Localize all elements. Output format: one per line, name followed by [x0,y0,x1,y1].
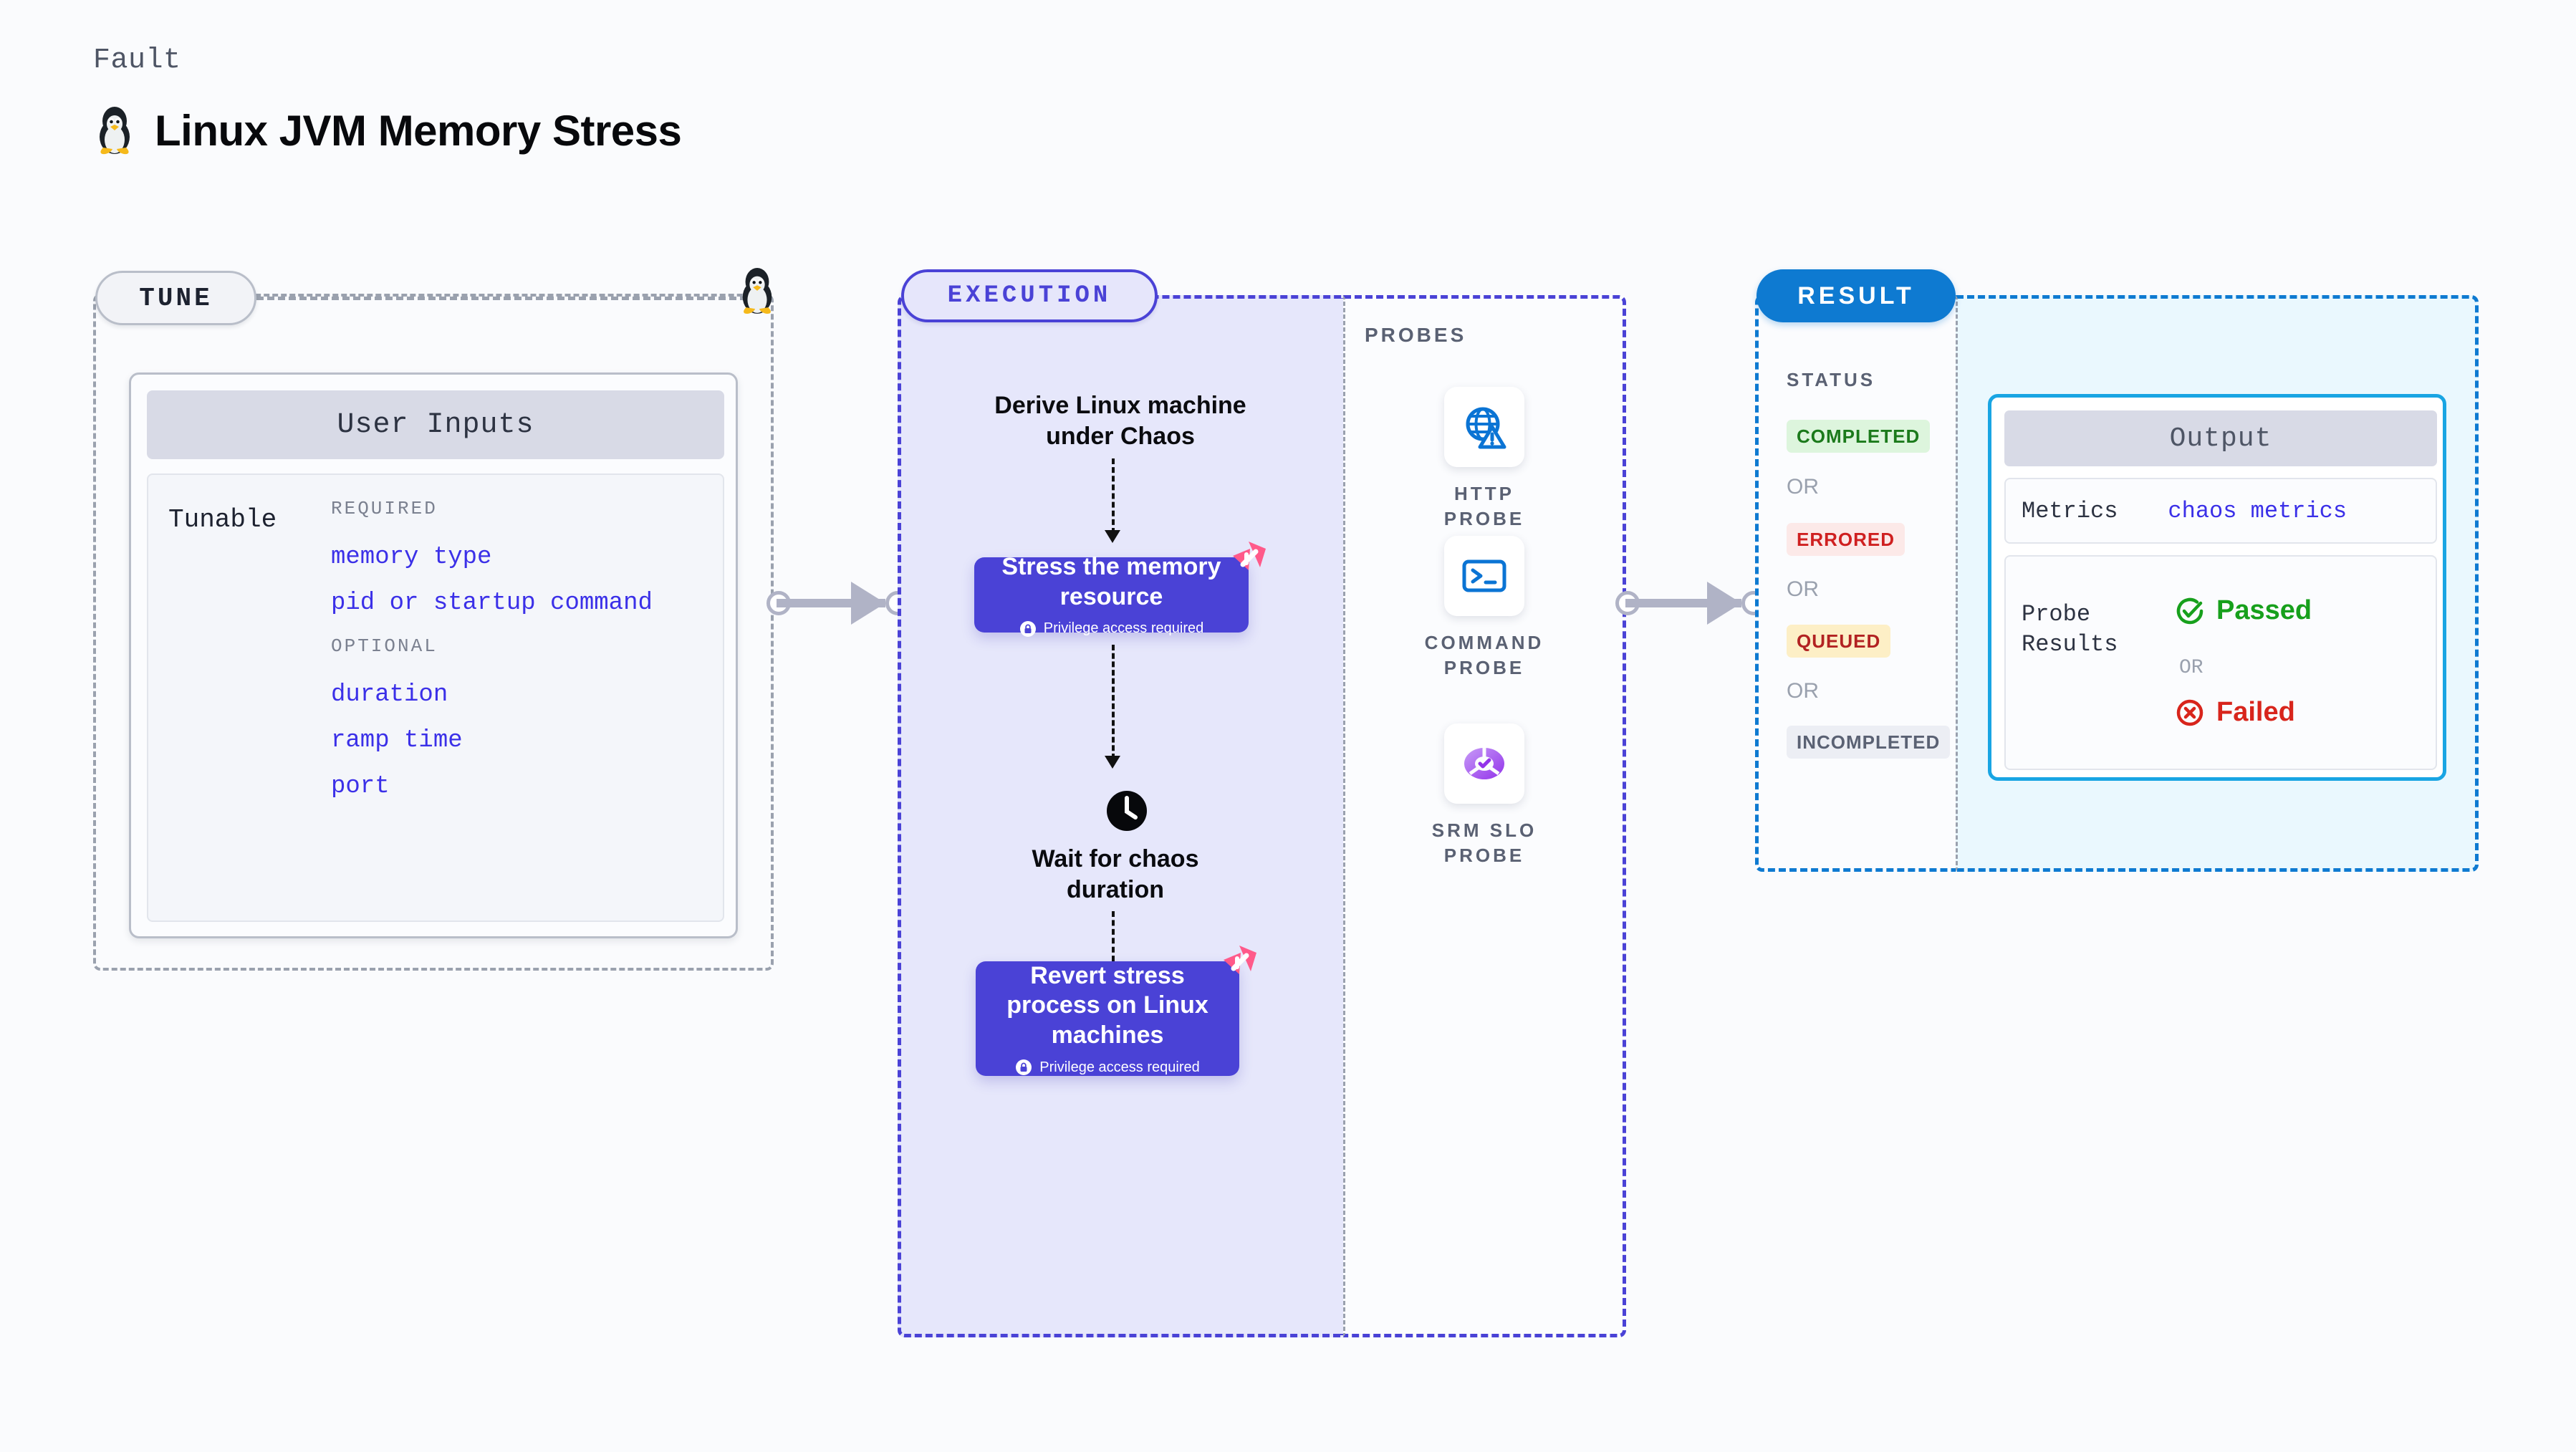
execution-node-title: Stress the memory resource [1001,553,1221,610]
result-pill-label: RESULT [1797,282,1915,309]
or-label: OR [1787,679,1819,703]
probes-panel [1343,295,1626,1337]
page-header: Fault Linux JVM Memory Stress [93,44,682,159]
metrics-row: Metrics chaos metrics [2004,478,2437,544]
probe-label: HTTP PROBE [1443,483,1525,530]
tune-panel [93,294,774,971]
flow-arrowhead [1105,530,1120,543]
execution-node-title: Revert stress process on Linux machines [1006,961,1208,1049]
tunable-item[interactable]: duration [331,681,448,708]
probe-result-failed: Failed [2175,697,2295,728]
execution-stage-pill[interactable]: EXECUTION [901,269,1158,322]
slo-donut-check-icon [1444,723,1524,804]
harness-flag-icon [1218,943,1259,988]
execution-step-derive: Derive Linux machine under Chaos [994,392,1246,450]
probe-label: SRM SLO PROBE [1431,819,1537,867]
probe-http[interactable]: HTTP PROBE [1413,387,1556,532]
tunable-item[interactable]: memory type [331,544,492,571]
probe-label: COMMAND PROBE [1424,632,1544,679]
flow-connector-dashed [1112,911,1115,979]
page-title: Linux JVM Memory Stress [155,107,682,155]
connector-execution-to-result [1615,582,1766,625]
failed-label: Failed [2216,697,2295,727]
group-heading-required: REQUIRED [331,498,438,519]
globe-warning-icon [1444,387,1524,467]
user-inputs-title: User Inputs [337,408,534,441]
privilege-badge-label: Privilege access required [1043,620,1204,637]
probe-result-passed: Passed [2175,595,2312,626]
or-label: OR [2179,657,2203,679]
execution-pill-label: EXECUTION [947,282,1112,309]
result-status-panel [1755,295,1956,872]
execution-node-stress[interactable]: Stress the memory resource Privilege acc… [974,542,1266,637]
probe-srm-slo[interactable]: SRM SLO PROBE [1413,723,1556,868]
metrics-key: Metrics [2022,497,2118,524]
flow-connector-dashed [1112,458,1115,534]
or-label: OR [1787,577,1819,601]
flow-arrowhead [1105,756,1120,769]
connector-arrowhead [1707,582,1741,625]
status-badge: ERRORED [1787,523,1905,556]
tunable-item[interactable]: pid or startup command [331,590,653,617]
terminal-icon [1444,536,1524,616]
harness-flag-icon [1227,539,1269,584]
tune-dashed-connector [256,297,758,300]
tunable-item[interactable]: port [331,773,390,800]
x-circle-icon [2176,699,2203,726]
execution-node-revert[interactable]: Revert stress process on Linux machines … [976,946,1256,1076]
status-badge: INCOMPLETED [1787,726,1951,759]
tunable-item[interactable]: ramp time [331,727,463,754]
passed-label: Passed [2216,595,2312,625]
tunable-list: REQUIRED memory type pid or startup comm… [331,498,653,800]
execution-step-wait: Wait for chaos duration [1032,845,1199,903]
or-label: OR [1787,475,1819,499]
result-stage-pill[interactable]: RESULT [1756,269,1956,322]
output-title: Output [2169,423,2272,454]
privilege-badge-label: Privilege access required [1039,1059,1200,1075]
status-badge: COMPLETED [1787,420,1931,453]
clock-icon [1104,788,1150,837]
status-badge: QUEUED [1787,625,1891,658]
page-title-row: Linux JVM Memory Stress [93,102,682,159]
connector-tune-to-execution [766,582,910,625]
linux-penguin-icon [736,264,778,319]
user-inputs-body: Tunable REQUIRED memory type pid or star… [147,473,724,922]
lock-icon [1019,620,1036,637]
probe-command[interactable]: COMMAND PROBE [1413,536,1556,681]
privilege-badge: Privilege access required [1015,1059,1200,1076]
connector-arrowhead [851,582,885,625]
probes-title: PROBES [1365,324,1467,346]
tune-pill-label: TUNE [139,283,213,313]
flow-connector-dashed [1112,645,1115,759]
output-card-header: Output [2004,410,2437,466]
user-inputs-card: User Inputs Tunable REQUIRED memory type… [129,372,738,938]
privilege-badge: Privilege access required [1019,620,1203,638]
group-heading-optional: OPTIONAL [331,635,438,657]
status-title: STATUS [1787,369,1876,390]
metrics-value[interactable]: chaos metrics [2168,497,2347,524]
linux-penguin-icon [93,102,136,159]
tunable-label: Tunable [168,505,277,534]
user-inputs-header: User Inputs [147,390,724,459]
fault-eyebrow: Fault [93,44,181,77]
tune-stage-pill[interactable]: TUNE [95,271,256,325]
lock-icon [1016,1059,1032,1076]
check-circle-icon [2176,597,2203,624]
